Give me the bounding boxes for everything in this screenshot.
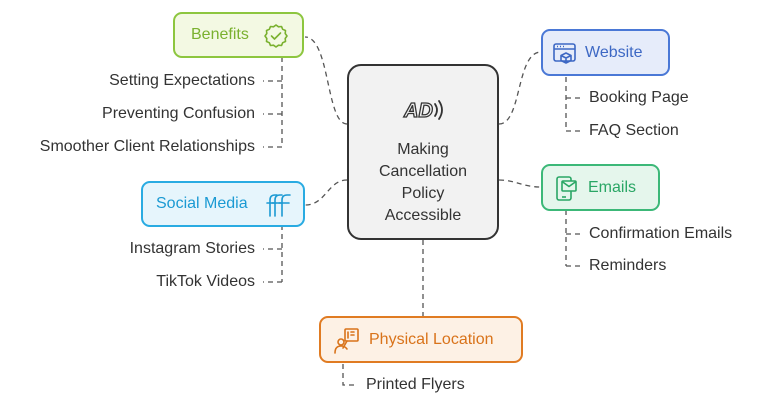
list-item: Setting Expectations (109, 72, 255, 89)
list-item: Instagram Stories (129, 240, 255, 257)
physical-location-label: Physical Location (369, 330, 494, 348)
phone-mail-icon (556, 176, 577, 201)
emails-label: Emails (588, 178, 637, 196)
connector-emails (498, 179, 542, 188)
branch-emails: Emails (541, 164, 660, 211)
branch-social-media: Social Media (141, 181, 305, 227)
social-media-label: Social Media (156, 195, 248, 212)
list-item: Confirmation Emails (589, 225, 733, 242)
list-item: Reminders (589, 257, 667, 274)
svg-text:AD: AD (403, 100, 433, 122)
connector-benefits (304, 36, 348, 125)
award-badge-icon (264, 24, 288, 48)
trunk-physical (342, 364, 358, 386)
list-item: Printed Flyers (366, 376, 465, 393)
center-node: AD Making Cancellation Policy Accessible (347, 64, 499, 240)
ad-logo-icon: AD (402, 99, 443, 123)
website-label: Website (585, 43, 643, 61)
connector-social (304, 179, 348, 206)
browser-box-icon (553, 43, 576, 64)
social-ff-icon (266, 194, 291, 217)
list-item: Booking Page (589, 89, 689, 106)
center-title: Making Cancellation Policy Accessible (378, 141, 468, 224)
list-item: Preventing Confusion (102, 105, 255, 122)
branch-website: Website (541, 29, 670, 76)
list-item: Smoother Client Relationships (39, 138, 255, 155)
benefits-label: Benefits (191, 26, 249, 43)
person-sign-icon (334, 328, 359, 354)
branch-physical-location: Physical Location (319, 316, 523, 363)
connector-website (498, 51, 542, 125)
list-item: TikTok Videos (156, 273, 255, 290)
branch-benefits: Benefits (173, 12, 304, 58)
list-item: FAQ Section (589, 122, 679, 139)
